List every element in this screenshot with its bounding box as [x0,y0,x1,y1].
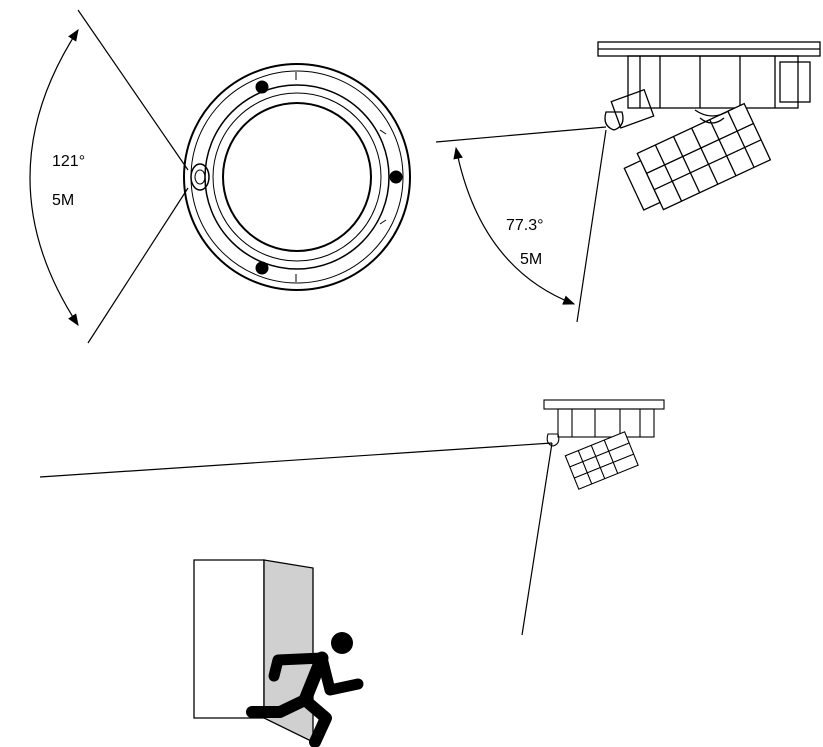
side-resolution-label: 5M [520,251,542,268]
side-fov-arc [453,146,576,305]
top-fov-upper-line [77,9,189,171]
side-angle-label: 77.3° [506,217,544,234]
dome-camera-side-icon [597,41,821,211]
side-view: 77.3° 5M [435,41,821,323]
dome-camera-top-icon [183,63,411,291]
top-angle-label: 121° [52,153,85,170]
dome-camera-small-icon [543,399,665,490]
top-fov-lower-line [87,187,189,344]
top-view: 121° 5M [29,9,411,344]
scene-view [39,399,665,747]
scene-fov-upper-line [39,442,553,478]
side-fov-upper-line [435,126,607,143]
running-person-icon [246,632,364,747]
top-resolution-label: 5M [52,192,74,209]
side-fov-lower-line [576,129,607,323]
top-fov-arc [29,28,79,327]
scene-fov-lower-line [521,442,553,636]
